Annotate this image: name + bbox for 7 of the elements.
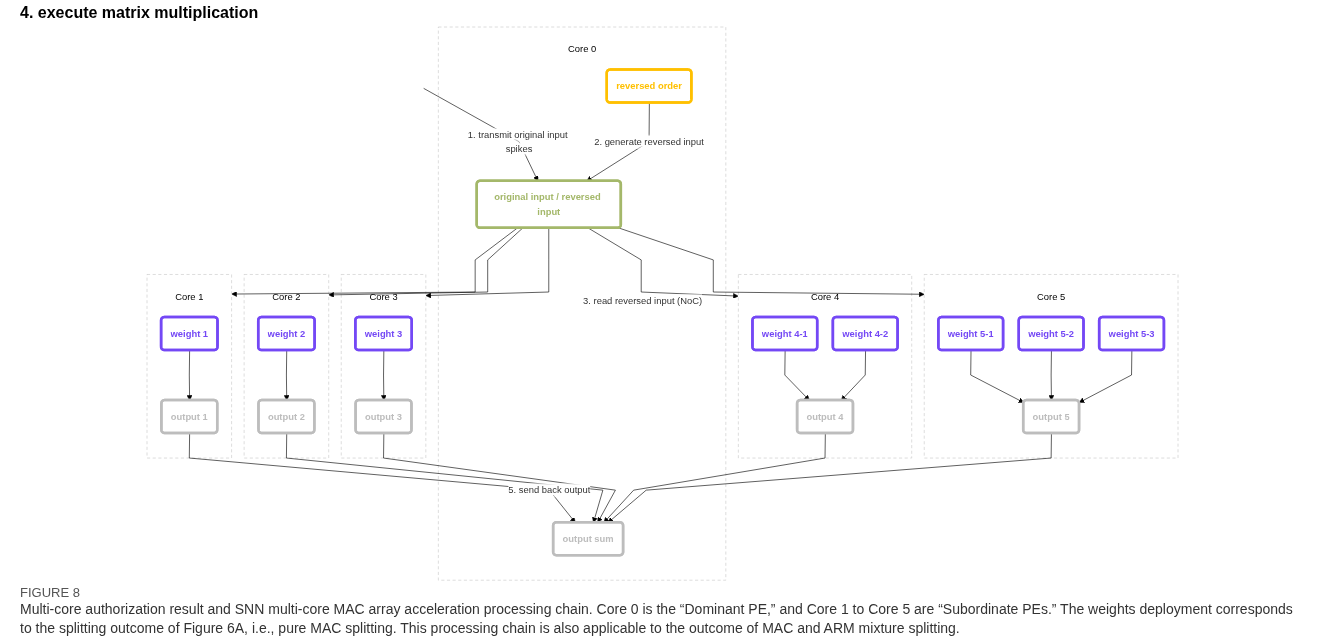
edge-label: 5. send back output	[508, 484, 591, 495]
caption: Multi-core authorization result and SNN multi-core MAC array acceleration processing chain. Core 0 is the “Dominant PE,” and Core 1 to Core 5 are “Subordinate PEs.” The weights deployment corresponds to the splitting outcome of Figure 6A, i.e., pure MAC splitting. This processing chain is also applicable to the outcome of MAC and ARM mixture splitting.	[20, 600, 1294, 638]
edge-label: 3. read reversed input (NoC)	[583, 295, 703, 306]
edge-label: 1. transmit original input spikes	[468, 128, 569, 154]
step-note: 4. execute matrix multiplication	[20, 4, 259, 21]
edge-label: 2. generate reversed input	[594, 135, 705, 147]
figure-number: FIGURE 8	[20, 585, 81, 601]
